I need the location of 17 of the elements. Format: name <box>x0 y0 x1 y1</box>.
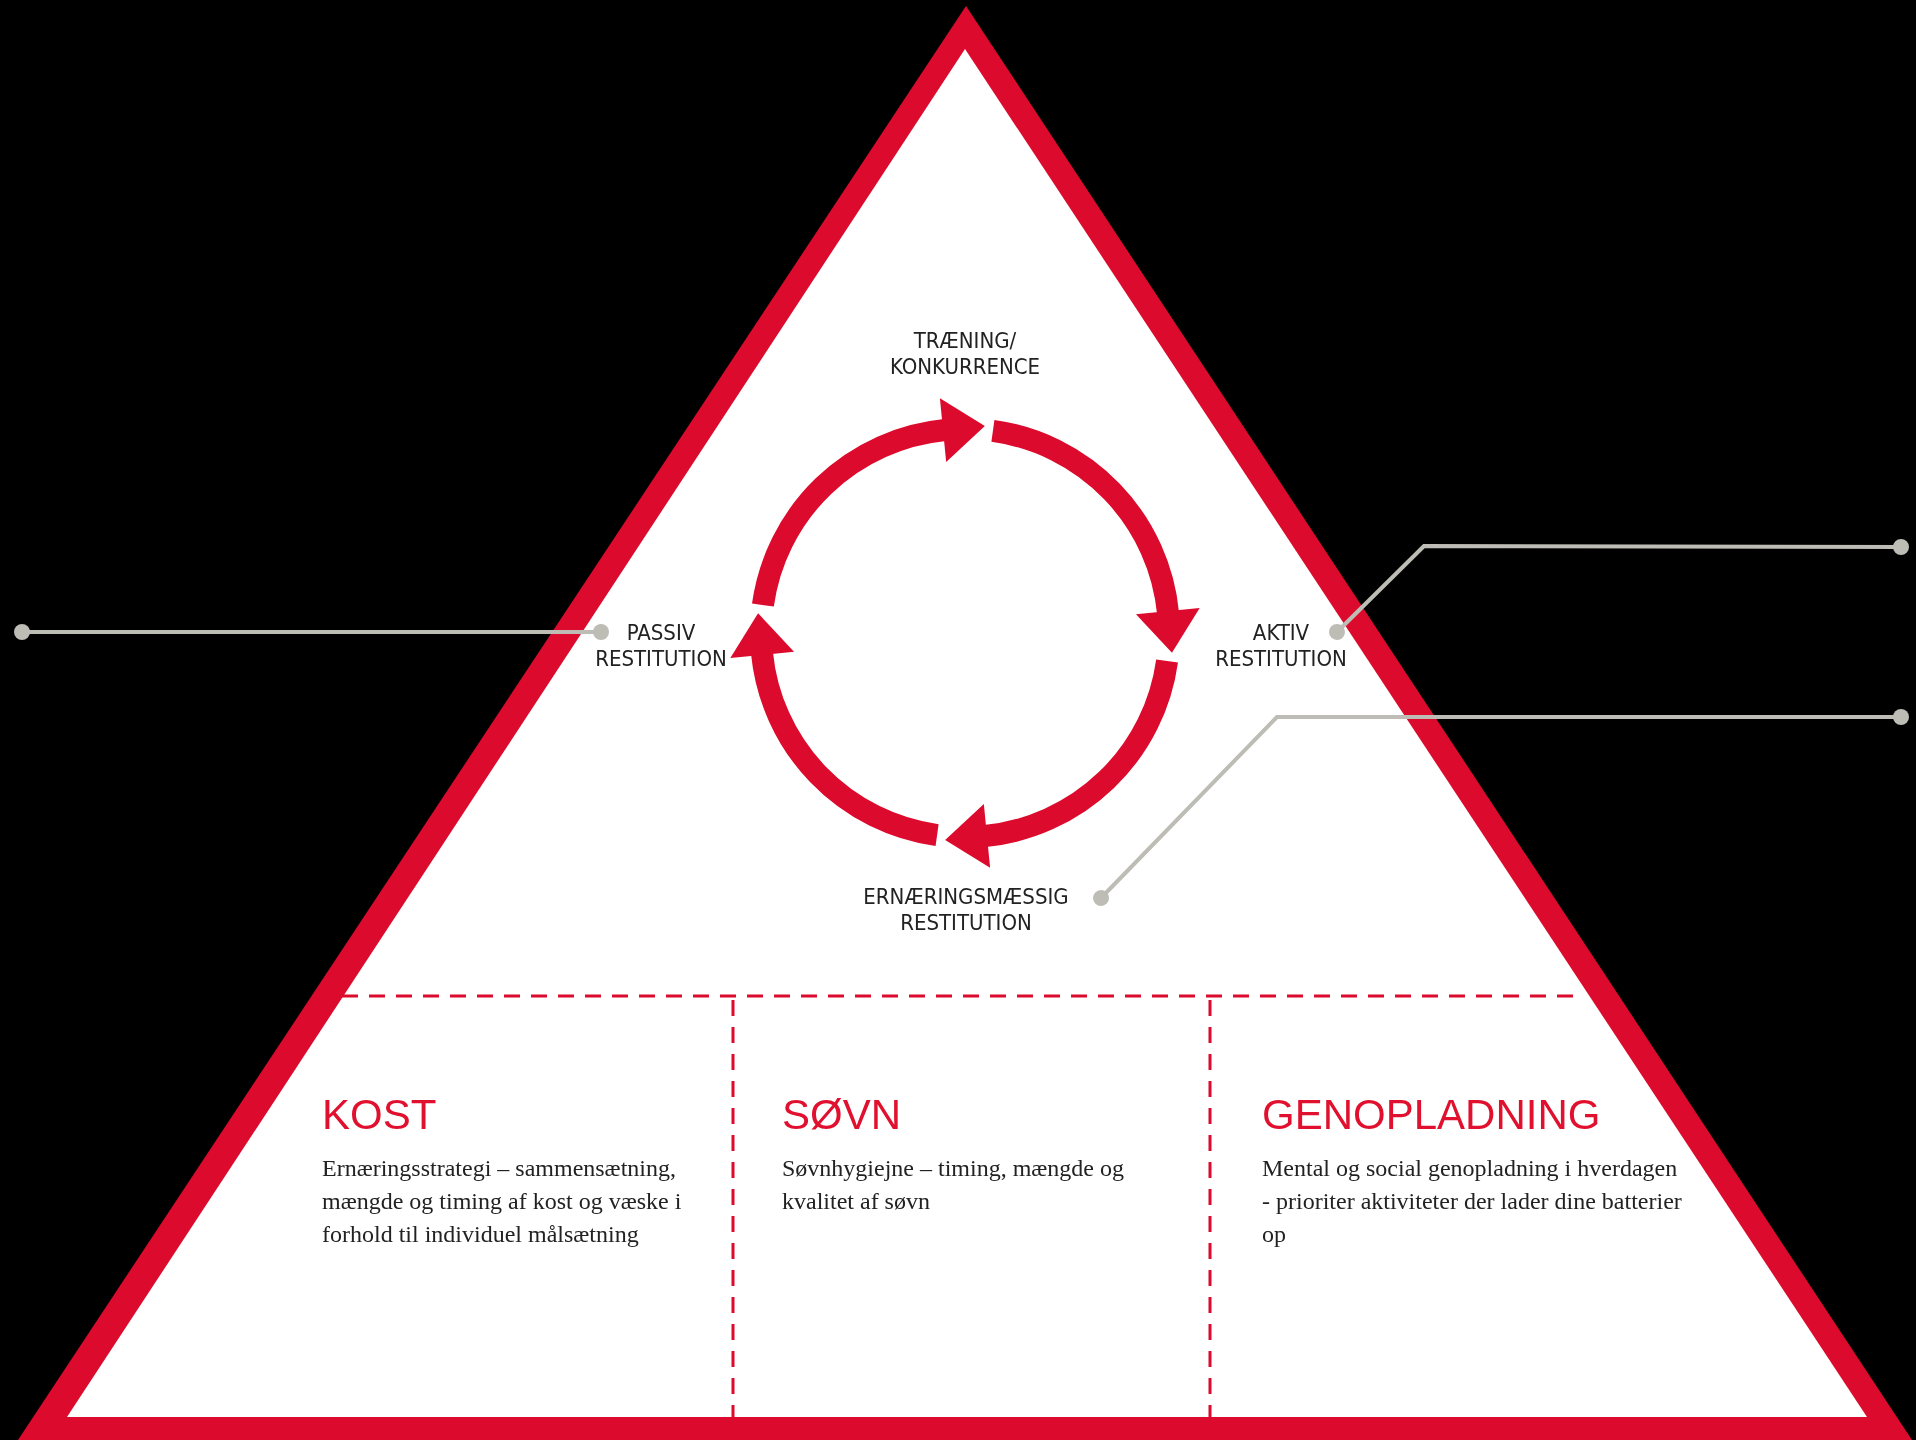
leader-line <box>14 624 609 640</box>
category-description: Søvnhygiejne – timing, mængde og kvalitet af søvn <box>782 1154 1125 1216</box>
leader-line <box>1329 539 1909 640</box>
category-description: Mental og social genopladning i hverdagen - prioriter aktiviteter der lader dine batterier op <box>1262 1154 1682 1249</box>
category-description: Ernæringsstrategi – sammensætning, mængde og timing af kost og væske i forhold til individuel målsætning <box>322 1154 683 1249</box>
cycle-arrow <box>990 420 1200 653</box>
category-heading: SØVN <box>782 1090 902 1140</box>
stage-label: ERNÆRINGSMÆSSIG RESTITUTION <box>862 884 1070 936</box>
cycle-arrow <box>945 658 1178 868</box>
category-heading: KOST <box>322 1090 437 1140</box>
stage-label: PASSIV RESTITUTION <box>594 620 728 672</box>
cycle-arrow <box>730 613 940 846</box>
cycle-arrow <box>752 398 985 608</box>
stage-label: TRÆNING/ KONKURRENCE <box>888 328 1042 380</box>
category-heading: GENOPLADNING <box>1262 1090 1601 1140</box>
stage-label: AKTIV RESTITUTION <box>1214 620 1348 672</box>
leader-line <box>1093 709 1909 906</box>
